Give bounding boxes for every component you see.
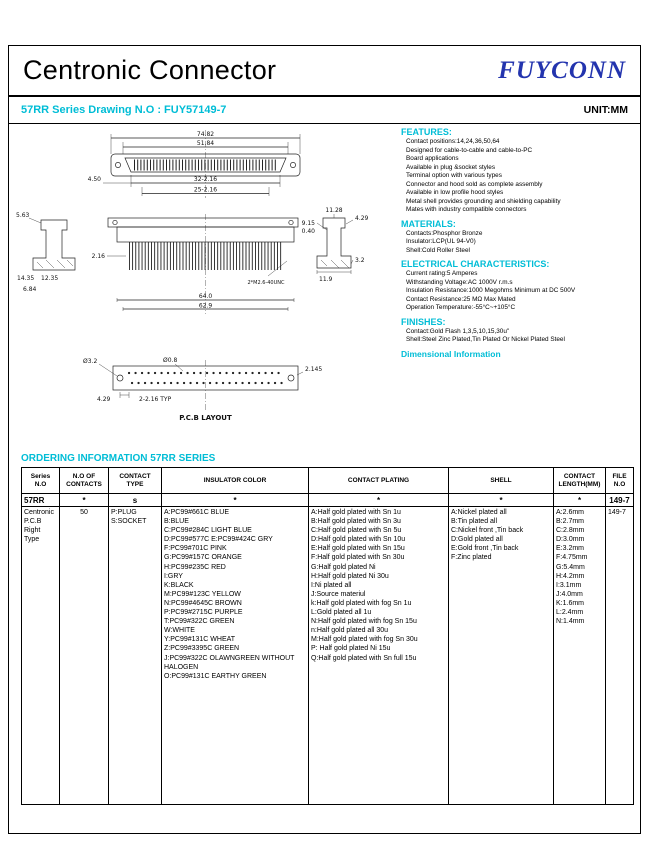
page-title: Centronic Connector (23, 55, 277, 85)
drawing-geometry (28, 130, 354, 410)
dim-pcb-pitch: 2.145 (305, 366, 322, 373)
code-contacts: * (59, 493, 109, 507)
code-contact-length: * (553, 493, 606, 507)
dim-pitch-row2: 25-2.16 (194, 187, 217, 194)
cell-contact-type: P:PLUG S:SOCKET (108, 506, 162, 805)
side-view-left (28, 217, 76, 271)
dim-right-width: 11.9 (319, 276, 333, 283)
top-view (103, 134, 301, 196)
materials-section: MATERIALS: Contacts:Phosphor Bronze Insu… (401, 219, 635, 256)
code-shell: * (448, 493, 554, 507)
front-view (107, 217, 299, 277)
drawing-and-specs: 74.82 51.84 4.50 32-2.16 25-2.16 5.63 14… (9, 124, 640, 450)
ordering-heading: ORDERING INFORMATION 57RR SERIES (21, 453, 216, 464)
col-header-file-no: FILE N.O (605, 467, 634, 494)
features-list: Contact positions:14,24,36,50,64 Designe… (406, 138, 561, 214)
dim-right-offset: 4.29 (355, 215, 369, 222)
dim-hole-small: Ø0.8 (163, 357, 177, 364)
drawing-dimension-labels: 74.82 51.84 4.50 32-2.16 25-2.16 5.63 14… (16, 131, 369, 422)
col-header-insulator-color: INSULATOR COLOR (161, 467, 309, 494)
col-header-series: Series N.O (21, 467, 60, 494)
features-section: FEATURES: Contact positions:14,24,36,50,… (401, 127, 635, 215)
detail-row: Centronic P.C.B Right Type 50 P:PLUG S:S… (21, 506, 634, 805)
dim-hole-large: Ø3.2 (83, 358, 97, 365)
col-header-contact-type: CONTACT TYPE (108, 467, 162, 494)
col-header-contact-length: CONTACT LENGTH(MM) (553, 467, 606, 494)
features-heading: FEATURES: (401, 127, 452, 137)
dim-pcb-typ: 2-2.16 TYP (139, 396, 172, 403)
dim-height-body: 12.35 (41, 275, 58, 282)
dim-pin-offset: 4.50 (88, 176, 102, 183)
electrical-heading: ELECTRICAL CHARACTERISTICS: (401, 259, 550, 270)
board-width-dims (116, 298, 295, 311)
finishes-list: Contact:Gold Flash 1,3,5,10,15,30u" Shel… (406, 327, 565, 344)
electrical-section: ELECTRICAL CHARACTERISTICS: Current rati… (401, 259, 635, 313)
pcb-layout-label: P.C.B LAYOUT (179, 414, 232, 422)
dim-bracket-width: 5.63 (16, 212, 30, 219)
dim-board-width: 64.0 (199, 293, 213, 300)
dim-pitch-row1: 32-2.16 (194, 176, 217, 183)
dim-inner-width: 51.84 (197, 140, 214, 147)
col-header-contacts: N.O OF CONTACTS (59, 467, 109, 494)
code-series: 57RR (21, 493, 60, 507)
cell-file-no: 149-7 (605, 506, 634, 805)
dimensional-info-heading: Dimensional Information (401, 348, 501, 359)
technical-drawing: 74.82 51.84 4.50 32-2.16 25-2.16 5.63 14… (16, 130, 369, 422)
cell-contacts: 50 (59, 506, 109, 805)
cell-contact-plating: A:Half gold plated with Sn 1u B:Half gol… (308, 506, 449, 805)
materials-list: Contacts:Phosphor Bronze Insulator:LCP(U… (406, 229, 483, 254)
col-header-contact-plating: CONTACT PLATING (308, 467, 449, 494)
dim-foot: 6.84 (23, 286, 37, 293)
materials-heading: MATERIALS: (401, 218, 456, 229)
dim-height-total: 14.35 (17, 275, 34, 282)
ordering-table: Series N.O N.O OF CONTACTS CONTACT TYPE … (21, 467, 634, 805)
dim-right-gap: 0.40 (302, 228, 316, 235)
dim-right-depth: 3.2 (355, 257, 365, 264)
finishes-heading: FINISHES: (401, 316, 446, 327)
dim-right-top: 11.28 (325, 207, 342, 214)
ordering-section: ORDERING INFORMATION 57RR SERIES Series … (9, 450, 640, 805)
brand-logo: FUYCONN (498, 56, 626, 84)
spec-sections: FEATURES: Contact positions:14,24,36,50,… (401, 127, 635, 359)
col-header-shell: SHELL (448, 467, 554, 494)
cell-shell: A:Nickel plated all B:Tin plated all C:N… (448, 506, 554, 805)
side-view-right (316, 214, 354, 274)
title-bar: Centronic Connector FUYCONN (9, 46, 640, 97)
code-file-no: 149-7 (605, 493, 634, 507)
cell-contact-length: A:2.6mm B:2.7mm C:2.8mm D:3.0mm E:3.2mm … (553, 506, 606, 805)
finishes-section: FINISHES: Contact:Gold Flash 1,3,5,10,15… (401, 317, 635, 345)
dim-board-inner: 62.9 (199, 303, 213, 310)
series-drawing-no: 57RR Series Drawing N.O : FUY57149-7 (21, 104, 227, 116)
dim-pitch: 2.16 (92, 253, 106, 260)
cell-insulator-color: A:PC99#661C BLUE B:BLUE C:PC99#284C LIGH… (161, 506, 309, 805)
table-header-row: Series N.O N.O OF CONTACTS CONTACT TYPE … (21, 467, 634, 494)
dim-right-inner: 9.15 (302, 220, 316, 227)
series-bar: 57RR Series Drawing N.O : FUY57149-7 UNI… (9, 97, 640, 124)
electrical-list: Current rating:5 Amperes Withstanding Vo… (406, 270, 576, 312)
dim-overall-width: 74.82 (197, 131, 214, 138)
code-contact-type: s (108, 493, 162, 507)
pcb-view (98, 363, 304, 398)
code-contact-plating: * (308, 493, 449, 507)
code-row: 57RR * s * * * * 149-7 (21, 493, 634, 507)
dim-screw-spec: 2*M2.6-40UNC (247, 280, 285, 286)
cell-series-type: Centronic P.C.B Right Type (21, 506, 60, 805)
code-insulator-color: * (161, 493, 309, 507)
datasheet-frame: Centronic Connector FUYCONN 57RR Series … (8, 45, 641, 834)
unit-label: UNIT:MM (583, 104, 628, 116)
dim-pcb-offset: 4.29 (97, 396, 111, 403)
